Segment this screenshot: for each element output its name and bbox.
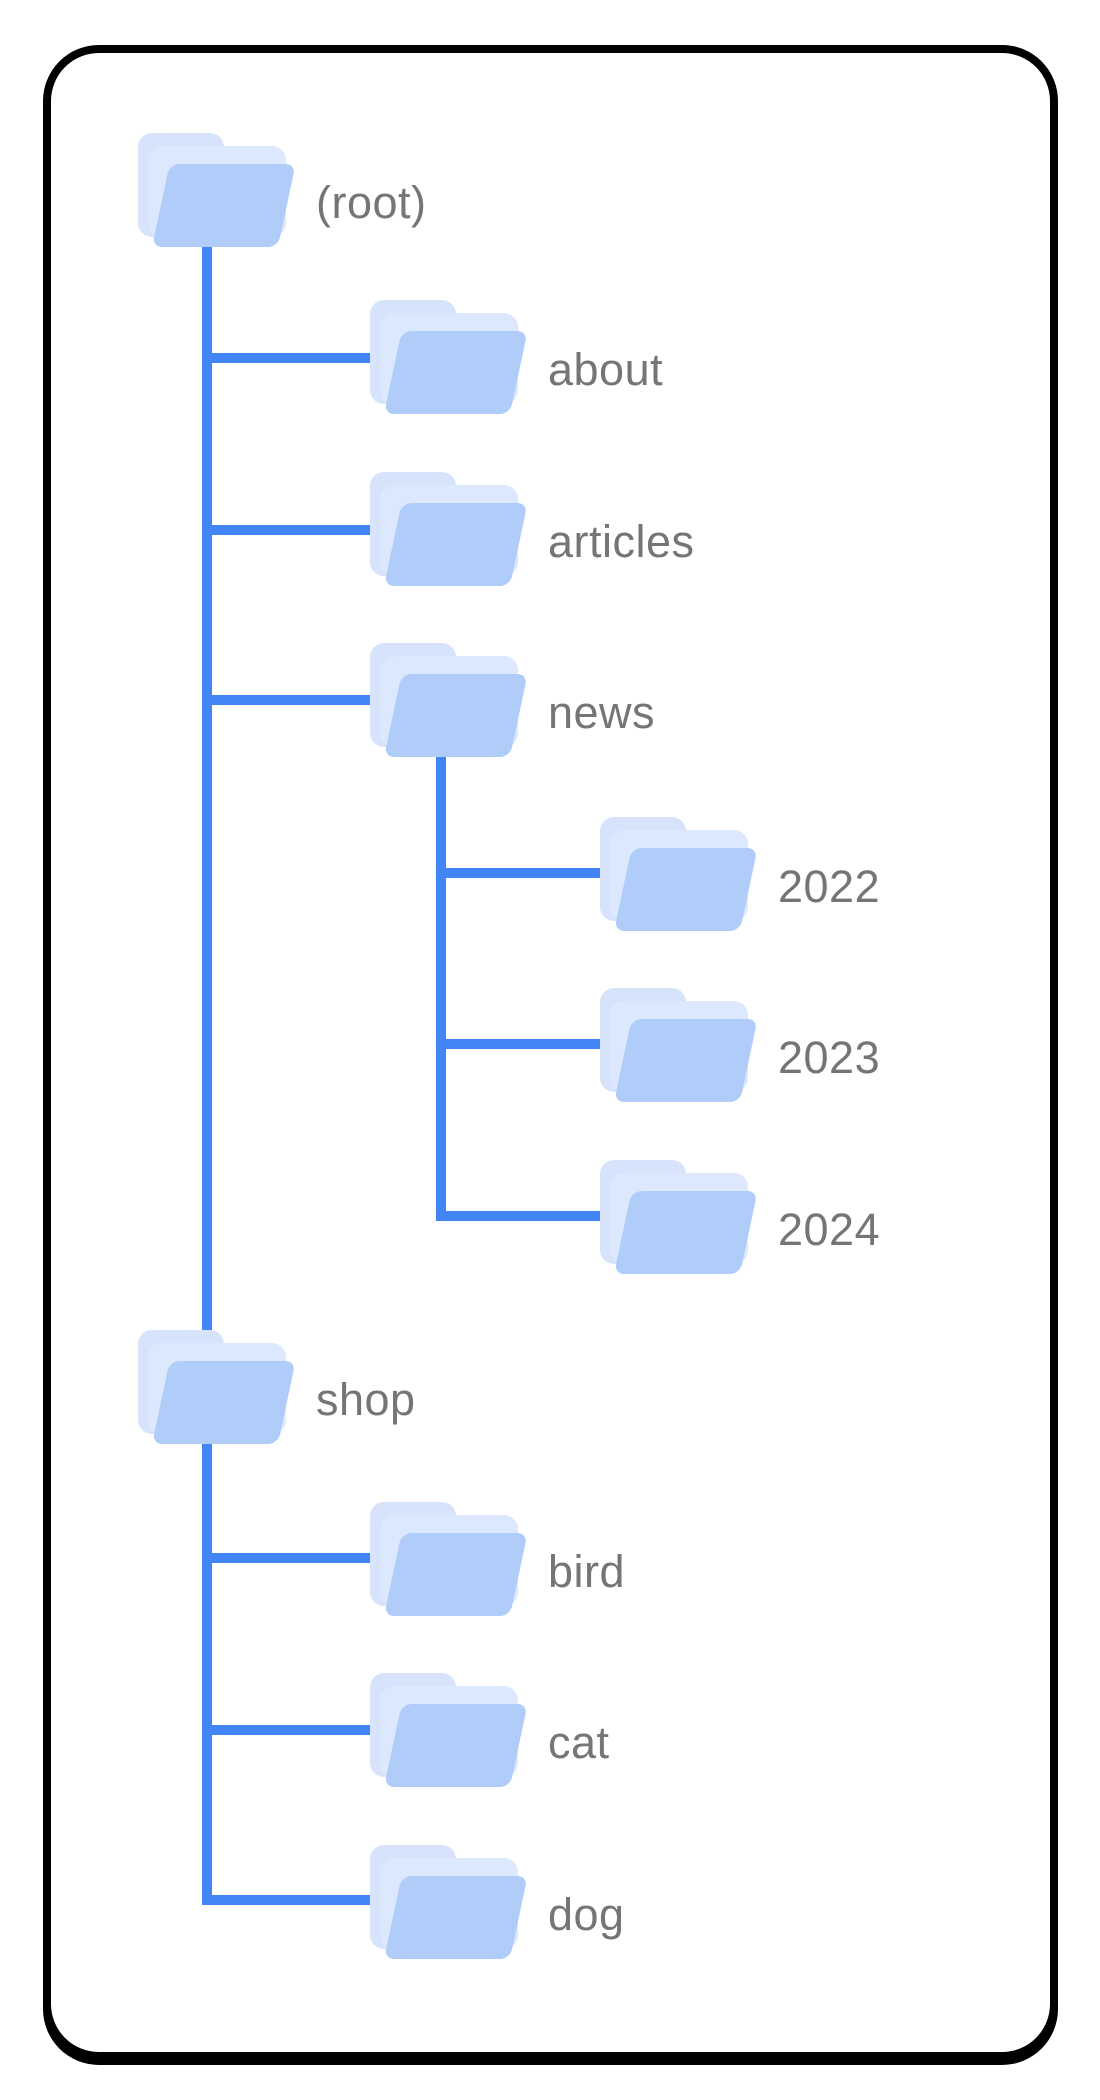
- folder-icon: [138, 133, 296, 247]
- tree-node-news: news: [370, 643, 655, 757]
- folder-label: articles: [548, 516, 695, 567]
- connector-branch-2022: [436, 868, 608, 878]
- folder-label: news: [548, 687, 656, 738]
- tree-node-2024: 2024: [600, 1160, 880, 1274]
- tree-node-dog: dog: [370, 1845, 625, 1959]
- folder-icon: [370, 1845, 528, 1959]
- tree-node-2022: 2022: [600, 817, 880, 931]
- folder-front-panel: [614, 848, 758, 931]
- folder-front-panel: [384, 503, 528, 586]
- folder-label: (root): [316, 177, 427, 228]
- diagram-card: [43, 45, 1058, 2060]
- folder-label: dog: [548, 1889, 625, 1940]
- connector-branch-about: [202, 353, 380, 363]
- folder-label: about: [548, 344, 664, 395]
- folder-icon: [600, 817, 758, 931]
- tree-node-about: about: [370, 300, 663, 414]
- folder-label: 2022: [778, 861, 881, 912]
- folder-icon: [370, 300, 528, 414]
- folder-front-panel: [152, 164, 296, 247]
- tree-node-root: (root): [138, 133, 427, 247]
- connector-branch-dog: [202, 1895, 380, 1905]
- folder-front-panel: [384, 331, 528, 414]
- folder-front-panel: [614, 1191, 758, 1274]
- connector-branch-cat: [202, 1725, 380, 1735]
- folder-icon: [370, 1673, 528, 1787]
- tree-node-2023: 2023: [600, 988, 880, 1102]
- connector-root-vertical: [202, 245, 212, 1905]
- folder-icon: [600, 1160, 758, 1274]
- folder-front-panel: [384, 1533, 528, 1616]
- connector-branch-2023: [436, 1039, 608, 1049]
- folder-label: bird: [548, 1546, 626, 1597]
- folder-front-panel: [384, 674, 528, 757]
- connector-news-vertical: [436, 755, 446, 1221]
- connector-branch-articles: [202, 525, 380, 535]
- folder-icon: [370, 472, 528, 586]
- folder-front-panel: [614, 1019, 758, 1102]
- connector-branch-news: [202, 695, 380, 705]
- folder-label: 2024: [778, 1204, 881, 1255]
- connector-branch-2024: [436, 1211, 608, 1221]
- tree-node-cat: cat: [370, 1673, 610, 1787]
- connector-branch-bird: [202, 1553, 380, 1563]
- tree-node-shop: shop: [138, 1330, 416, 1444]
- tree-node-articles: articles: [370, 472, 695, 586]
- tree-node-bird: bird: [370, 1502, 625, 1616]
- folder-label: shop: [316, 1374, 416, 1425]
- folder-icon: [600, 988, 758, 1102]
- folder-label: cat: [548, 1717, 610, 1768]
- folder-icon: [370, 643, 528, 757]
- folder-front-panel: [384, 1704, 528, 1787]
- folder-front-panel: [384, 1876, 528, 1959]
- folder-label: 2023: [778, 1032, 881, 1083]
- folder-icon: [370, 1502, 528, 1616]
- folder-icon: [138, 1330, 296, 1444]
- folder-front-panel: [152, 1361, 296, 1444]
